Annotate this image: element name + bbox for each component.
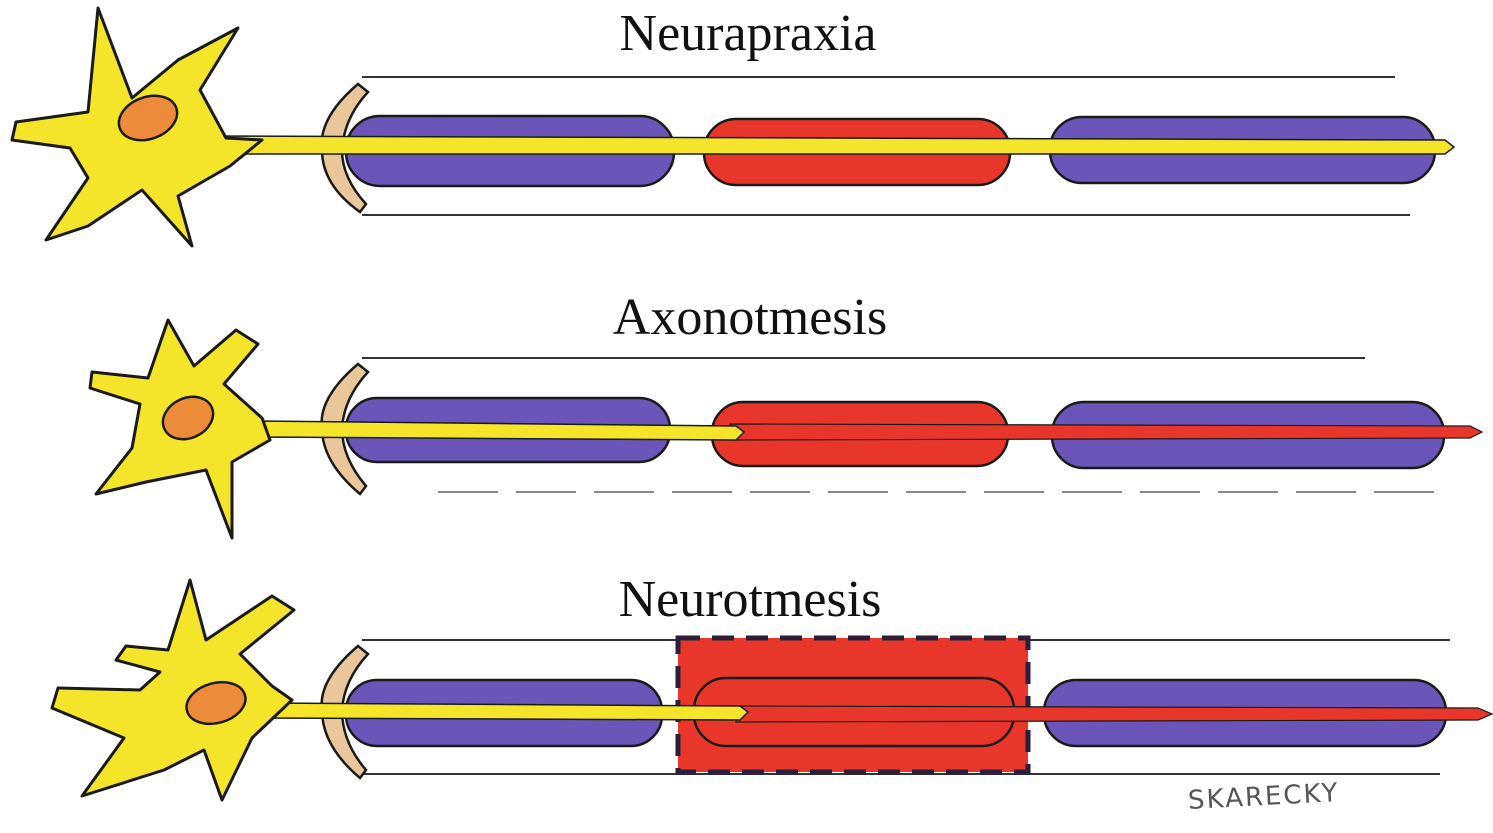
title-neurapraxia: Neurapraxia	[620, 8, 877, 60]
axon	[258, 421, 744, 440]
axon	[262, 703, 748, 720]
degenerating-axon	[736, 706, 1492, 722]
degenerating-axon	[730, 424, 1482, 440]
title-neurotmesis: Neurotmesis	[619, 574, 882, 626]
neuron-cell-body	[52, 580, 294, 800]
title-axonotmesis: Axonotmesis	[613, 292, 887, 344]
axon	[200, 136, 1454, 154]
panel-axonotmesis	[90, 320, 1482, 538]
transected-zone	[678, 638, 1028, 772]
